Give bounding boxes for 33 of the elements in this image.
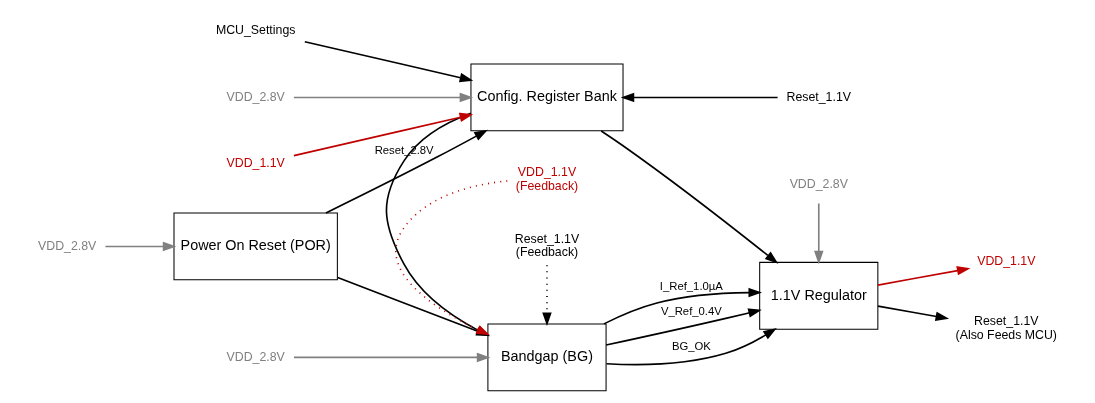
edge-label: I_Ref_1.0µA <box>659 280 723 293</box>
node-text: VDD_2.8V <box>226 89 285 104</box>
node-text: VDD_2.8V <box>226 349 285 364</box>
arrow <box>304 40 474 83</box>
arrow <box>605 308 762 346</box>
arrow <box>814 202 824 265</box>
edge-label: V_Ref_0.4V <box>660 305 722 318</box>
node-text: VDD_2.8V <box>38 238 97 253</box>
arrow <box>620 92 779 103</box>
node-text: Reset_1.1V (Feedback) <box>514 231 580 260</box>
arrow <box>600 130 779 264</box>
arrow <box>603 287 763 325</box>
node-text: VDD_1.1V <box>226 156 285 171</box>
arrow <box>325 129 488 214</box>
arrow <box>605 328 777 366</box>
arrow <box>542 264 552 327</box>
arrow <box>877 266 971 286</box>
node-text: Reset_1.1V <box>786 89 851 104</box>
node-text: Reset_1.1V (Also Feeds MCU) <box>955 314 1057 342</box>
node-text: MCU_Settings <box>215 22 296 37</box>
node-text: VDD_2.8V <box>789 176 848 191</box>
node-box: Bandgap (BG) <box>487 323 607 392</box>
edge-label: BG_OK <box>671 340 711 353</box>
arrow <box>104 241 177 252</box>
node-box: 1.1V Regulator <box>759 261 879 330</box>
arrow <box>293 92 474 103</box>
arrow <box>877 305 950 321</box>
node-text: VDD_1.1V <box>977 254 1036 269</box>
node-text: VDD_1.1V (Feedback) <box>515 165 579 193</box>
arrow <box>293 112 474 157</box>
node-box: Config. Register Bank <box>470 63 624 132</box>
arrow <box>293 352 491 363</box>
node-box: Power On Reset (POR) <box>173 212 338 281</box>
